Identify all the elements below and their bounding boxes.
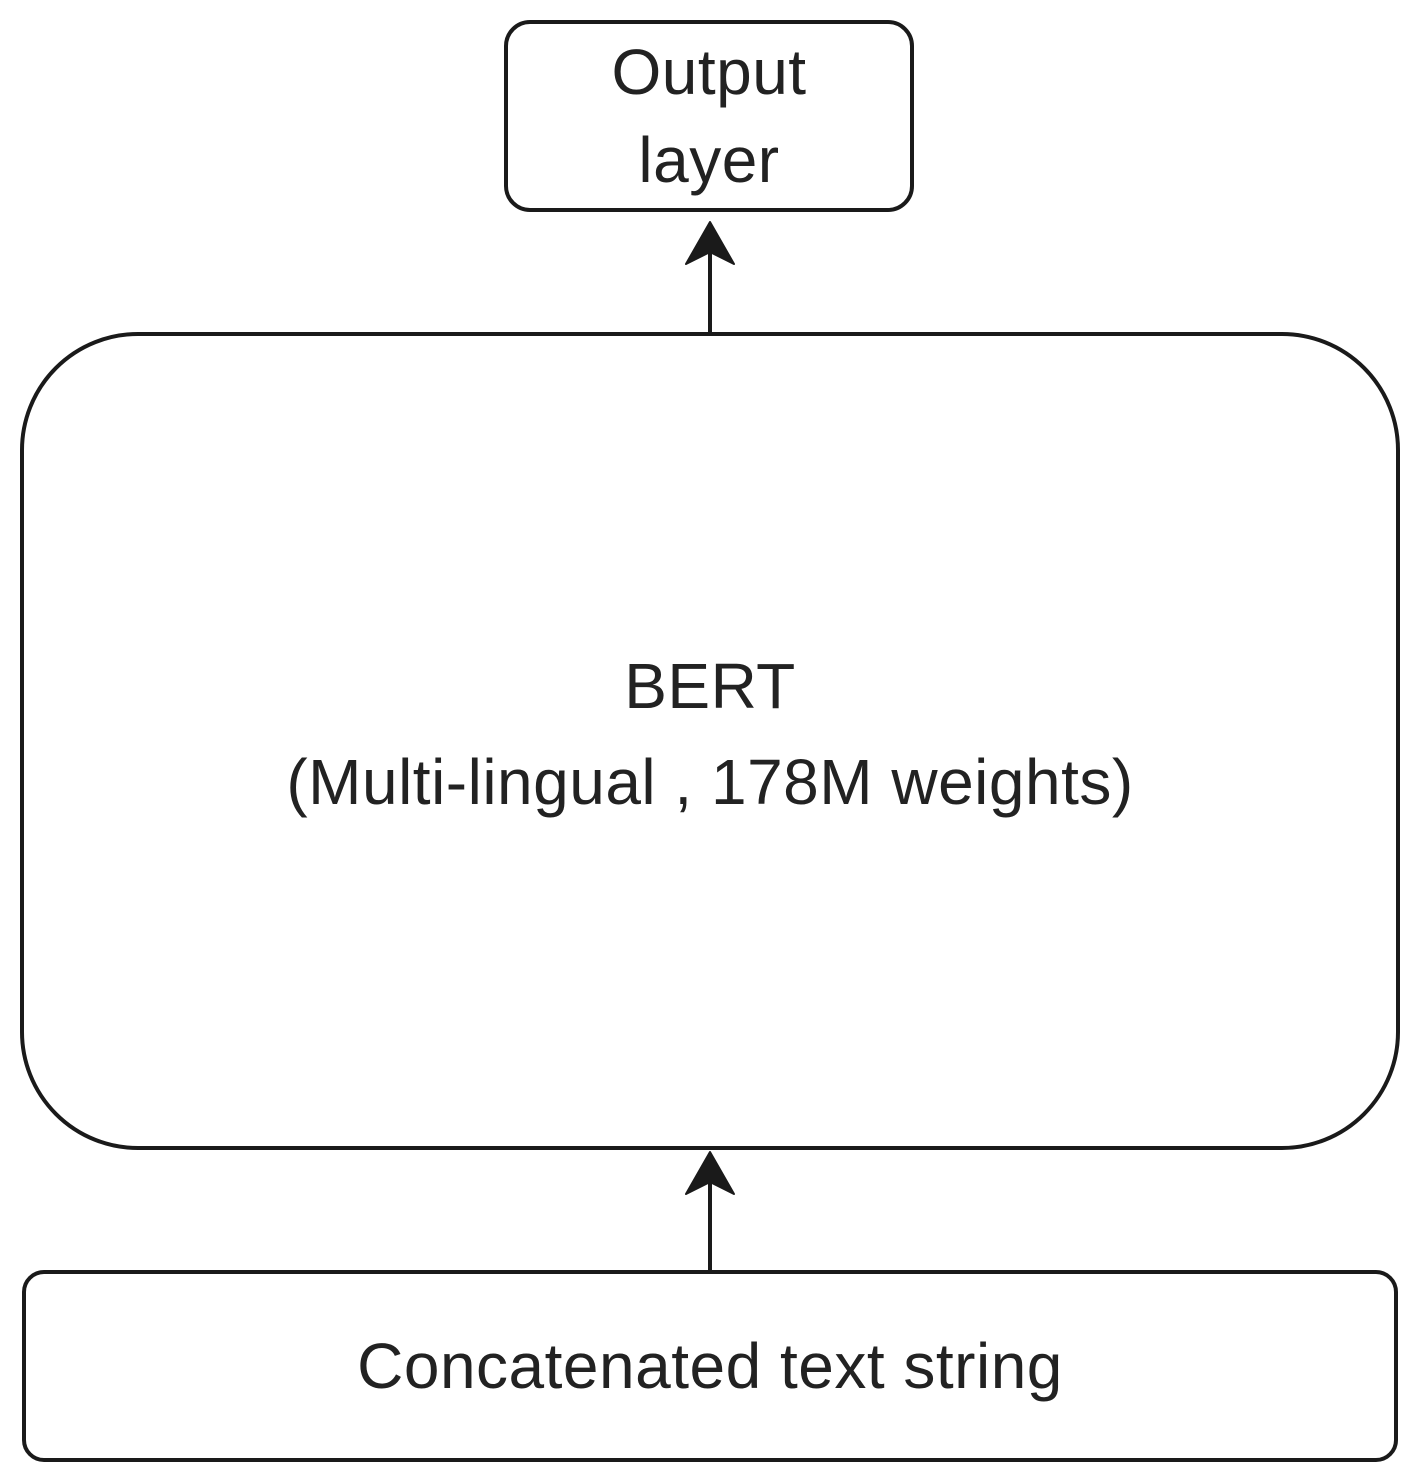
output-layer-label-line-1: Output — [611, 36, 807, 108]
edge-bert-to-output — [685, 221, 735, 332]
edge-input-to-bert — [685, 1151, 735, 1270]
input-text-node[interactable]: Concatenated text string — [22, 1270, 1398, 1462]
input-text-label: Concatenated text string — [357, 1330, 1063, 1402]
output-layer-node[interactable]: Output layer — [504, 20, 914, 212]
arrowhead-icon — [685, 221, 735, 265]
bert-subtitle: (Multi-lingual , 178M weights) — [286, 746, 1134, 818]
bert-node[interactable]: BERT (Multi-lingual , 178M weights) — [20, 332, 1400, 1150]
arrowhead-icon — [685, 1151, 735, 1195]
bert-title: BERT — [624, 650, 796, 722]
output-layer-label-line-2: layer — [638, 124, 780, 196]
